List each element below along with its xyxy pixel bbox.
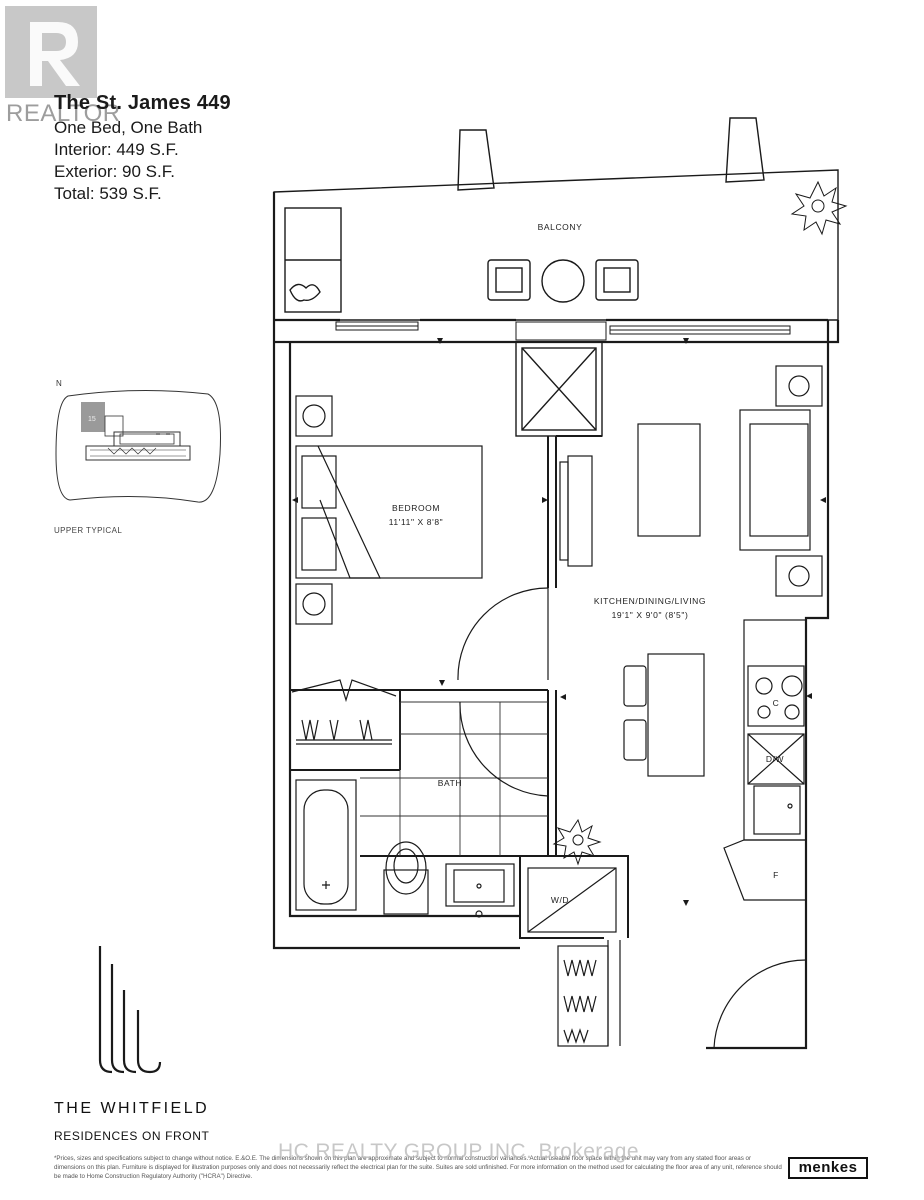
fridge xyxy=(723,839,807,901)
bedroom-bed xyxy=(295,445,483,579)
room-label-bath: BATH xyxy=(437,778,463,788)
svg-text:15: 15 xyxy=(88,416,96,423)
dining-table xyxy=(647,653,705,777)
room-label-bedroom: BEDROOM xyxy=(391,503,441,513)
coffee-table xyxy=(637,423,701,537)
bath-door-swing xyxy=(459,701,549,797)
balcony-table xyxy=(541,259,585,303)
key-plan: N 15 xyxy=(55,379,221,503)
kitchen-sink xyxy=(753,785,801,835)
dining-stool-top xyxy=(623,665,647,707)
unit-type: One Bed, One Bath xyxy=(54,118,203,137)
room-label-fridge: F xyxy=(773,870,779,880)
kitchen-counter xyxy=(743,619,807,841)
plant-hall-icon xyxy=(552,818,602,866)
toilet-bowl xyxy=(385,841,427,895)
balcony-chair-left xyxy=(487,259,531,301)
room-label-wd: W/D xyxy=(550,895,570,905)
bedroom-nightstand-bottom xyxy=(295,583,333,625)
interior-area: Interior: 449 S.F. xyxy=(54,140,179,159)
room-label-kitchen: KITCHEN/DINING/LIVING xyxy=(593,596,707,606)
realtor-watermark-text: REALTOR xyxy=(6,100,121,127)
key-plan-unit-marker xyxy=(81,402,105,432)
toilet-tank xyxy=(383,869,429,915)
washer-dryer xyxy=(527,867,617,933)
balcony-pier-left xyxy=(457,129,495,191)
dining-stool-bottom xyxy=(623,719,647,761)
room-label-balcony: BALCONY xyxy=(537,222,583,232)
menkes-logo: menkes xyxy=(788,1157,868,1179)
entry-closet xyxy=(557,945,609,1047)
exterior-area: Exterior: 90 S.F. xyxy=(54,162,175,181)
bedroom-nightstand-top xyxy=(295,395,333,437)
cooktop xyxy=(747,665,805,727)
bath-vanity xyxy=(445,863,515,907)
brand-name: THE WHITFIELD xyxy=(54,1100,210,1117)
room-dim-kitchen: 19'1" X 9'0" (8'5") xyxy=(611,610,689,620)
balcony-pier-right xyxy=(725,117,765,183)
room-dim-bedroom: 11'11" X 8'8" xyxy=(388,517,444,527)
north-arrow-icon: N xyxy=(56,379,62,388)
sofa xyxy=(739,409,811,551)
brokerage-watermark: HC REALTY GROUP INC. Brokerage xyxy=(278,1140,639,1163)
brand-subtitle: RESIDENCES ON FRONT xyxy=(54,1129,210,1143)
room-label-dishwasher: D/W xyxy=(765,754,785,764)
tv-console xyxy=(567,455,593,567)
room-label-cooktop: C xyxy=(772,698,780,708)
key-plan-caption: UPPER TYPICAL xyxy=(54,526,123,535)
realtor-logo-icon xyxy=(5,6,97,98)
total-area: Total: 539 S.F. xyxy=(54,184,162,203)
dishwasher xyxy=(747,733,805,785)
balcony-chair-right xyxy=(595,259,639,301)
whitfield-logo-icon xyxy=(98,946,162,1074)
living-side-table-top xyxy=(775,365,823,407)
living-side-table-bottom xyxy=(775,555,823,597)
plant-balcony-icon xyxy=(790,180,848,236)
entry-door-swing xyxy=(713,959,807,1049)
disclaimer-text: *Prices, sizes and specifications subjec… xyxy=(54,1155,782,1180)
bathtub xyxy=(295,779,357,911)
unit-title: The St. James 449 xyxy=(54,92,231,114)
balcony-outline xyxy=(273,169,839,321)
